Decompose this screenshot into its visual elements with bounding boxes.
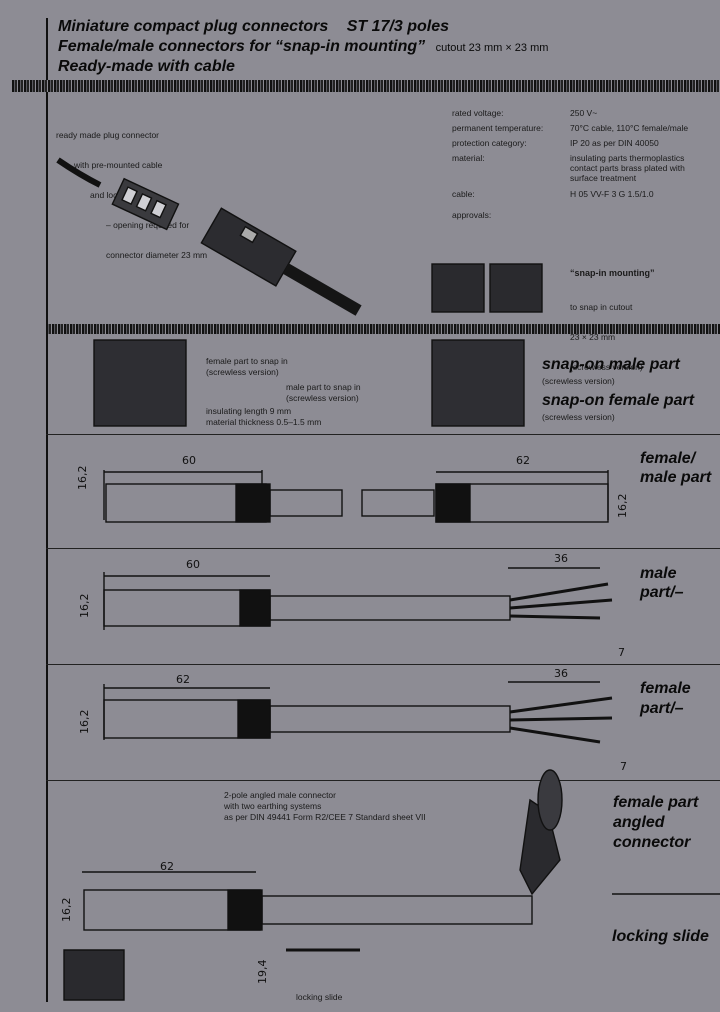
section4-title: angled [613, 814, 665, 831]
left-rule [46, 18, 48, 1002]
spec-label: material: [452, 153, 485, 163]
spec-value: IP 20 as per DIN 40050 [570, 138, 659, 148]
snapon-note: (screwless version) [206, 367, 279, 377]
snapon-female-title: snap-on female part [542, 392, 695, 409]
angled-connector-drawing [63, 769, 720, 1001]
dimension-label: 7 [620, 760, 627, 773]
angled-note: 2-pole angled male connector [224, 790, 336, 800]
spec-value: 70°C cable, 110°C female/male [570, 123, 689, 133]
cable-drawing [56, 157, 102, 188]
spec-label: approvals: [452, 210, 492, 220]
connector-photo [111, 177, 180, 231]
connector-photo [200, 207, 362, 316]
dimension-label: 36 [554, 552, 568, 565]
dimension-label: 62 [176, 673, 190, 686]
intro-line: with pre-mounted cable [74, 160, 163, 170]
female-male-drawing [103, 470, 609, 523]
locking-slide-title: locking slide [612, 928, 709, 945]
section2-title: part/– [640, 584, 684, 601]
section3-title: female [640, 680, 691, 697]
spec-label: permanent temperature: [452, 123, 544, 133]
title-line-1: Miniature compact plug connectors ST 17/… [58, 18, 449, 36]
header-hatch-band [12, 80, 720, 92]
dimension-label: 62 [516, 454, 530, 467]
intro-line: connector diameter 23 mm [106, 250, 208, 260]
snapon-note: insulating length 9 mm [206, 406, 292, 416]
title-subtitle: Female/male connectors for “snap-in moun… [58, 38, 426, 55]
snapin-photo-female [431, 263, 485, 313]
dimension-label: 7 [618, 646, 625, 659]
section1-title: female/ [640, 450, 696, 467]
title-cutout-note: cutout 23 mm × 23 mm [435, 42, 549, 54]
snapin-line: to snap in cutout [570, 302, 633, 312]
snapin-line: (screwless version) [570, 362, 643, 372]
dimension-label: 62 [160, 860, 174, 873]
angled-note: with two earthing systems [224, 801, 322, 811]
intro-line: ready made plug connector [56, 130, 160, 140]
snapon-photo-male [431, 339, 525, 427]
spec-value: H 05 VV-F 3 G 1.5/1.0 [570, 189, 654, 199]
snapon-note: material thickness 0.5–1.5 mm [206, 417, 322, 427]
spec-label: cable: [452, 189, 475, 199]
section-divider [46, 780, 720, 781]
section1-title: male part [640, 469, 712, 486]
section-divider [46, 434, 720, 435]
snapon-male-title: snap-on male part [542, 356, 680, 373]
snapon-male-subtitle: (screwless version) [542, 376, 615, 386]
snapin-photo-male [489, 263, 543, 313]
male-drawing [103, 567, 613, 630]
section3-title: part/– [640, 700, 684, 717]
snapin-line: 23 × 23 mm [570, 332, 616, 342]
spec-value: 250 V~ [570, 108, 598, 118]
snapon-note: male part to snap in [286, 382, 361, 392]
title-product: Miniature compact plug connectors [58, 18, 329, 35]
section-divider [46, 548, 720, 549]
spec-value: insulating parts thermoplastics contact … [570, 153, 685, 183]
snapin-text: to snap in cutout 23 × 23 mm (screwless … [570, 282, 643, 382]
spec-label: rated voltage: [452, 108, 504, 118]
locking-slide-label: locking slide [296, 992, 343, 1002]
snapon-note: (screwless version) [286, 393, 359, 403]
angled-note: as per DIN 49441 Form R2/CEE 7 Standard … [224, 812, 426, 822]
section2-title: male [640, 565, 677, 582]
section4-title: female part [613, 794, 699, 811]
dimension-label: 36 [554, 667, 568, 680]
snapin-title: “snap-in mounting” [570, 268, 655, 278]
dimension-label: 60 [182, 454, 196, 467]
snapon-note: female part to snap in [206, 356, 288, 366]
snapon-photo-female [93, 339, 187, 427]
spec-label: protection category: [452, 138, 527, 148]
title-line-3: Ready-made with cable [58, 58, 235, 75]
female-drawing [103, 681, 613, 744]
section4-title: connector [613, 834, 691, 851]
snapon-female-subtitle: (screwless version) [542, 412, 615, 422]
title-series: ST 17/3 poles [346, 18, 449, 35]
intro-hatch-band [46, 324, 720, 334]
dimension-label: 60 [186, 558, 200, 571]
title-line-2: Female/male connectors for “snap-in moun… [58, 38, 548, 56]
section-divider [46, 664, 720, 665]
